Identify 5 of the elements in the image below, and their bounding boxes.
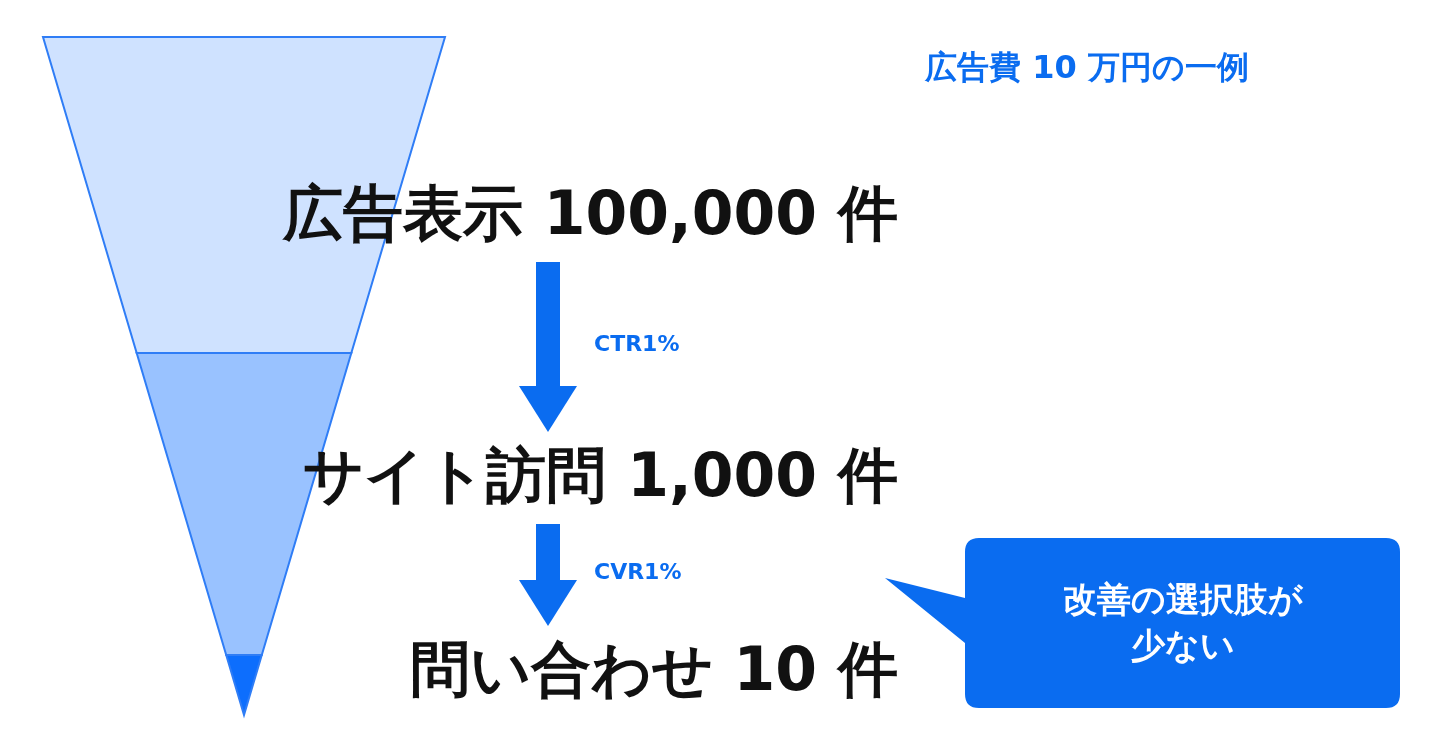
heading-note: 広告費 10 万円の一例 bbox=[925, 47, 1249, 88]
arrow bbox=[519, 262, 577, 432]
funnel-stage-text: 問い合わせ 10 件 bbox=[409, 634, 898, 704]
callout-text: 改善の選択肢が少ない bbox=[1062, 578, 1304, 667]
arrow bbox=[519, 524, 577, 626]
